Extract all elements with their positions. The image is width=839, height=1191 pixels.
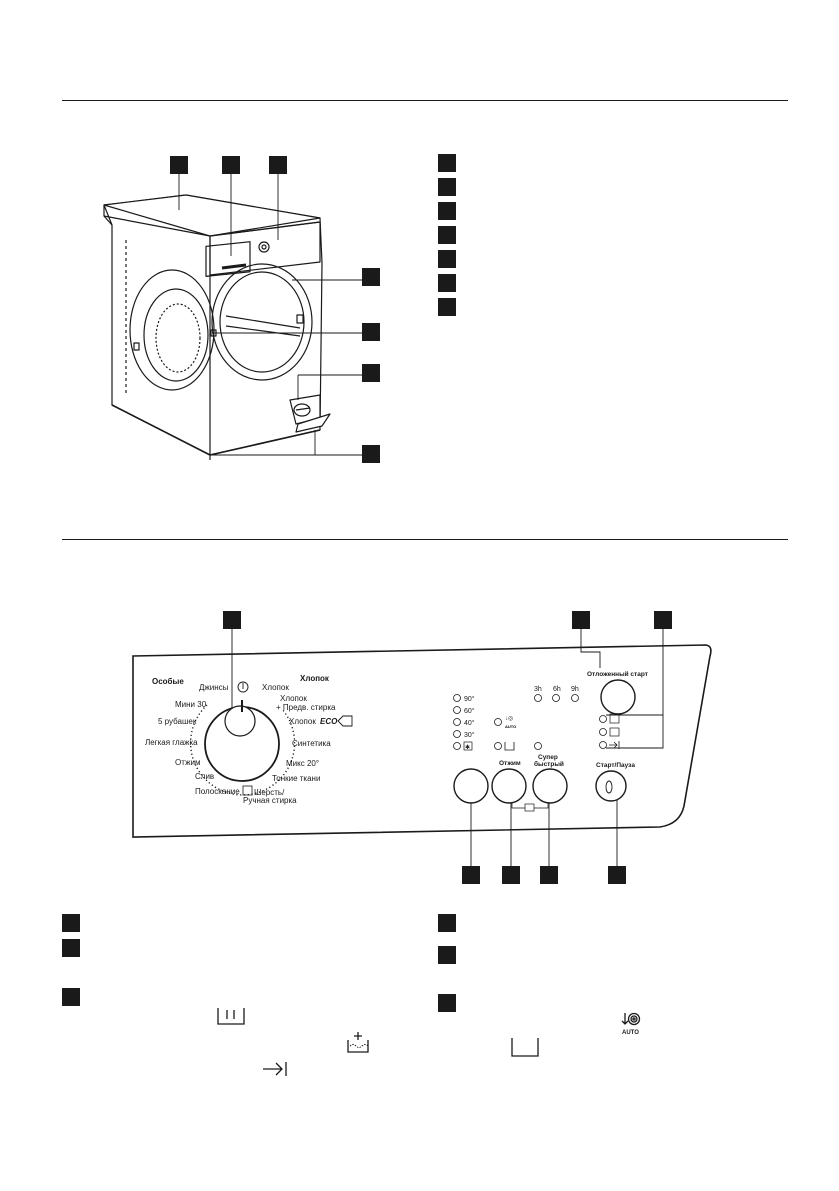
program-cotton-prewash[interactable]: Хлопок [280,694,307,703]
callout-marker [654,611,672,629]
legend-marker [438,914,456,932]
temp-90: 90° [464,695,475,703]
temp-30: 30° [464,731,475,739]
group-cotton-label: Хлопок [300,674,330,683]
callout-marker [170,156,188,174]
legend-marker [62,914,80,932]
program-cotton[interactable]: Хлопок [262,683,289,692]
program-wool-line2: Ручная стирка [243,796,297,805]
program-5shirts[interactable]: 5 рубашек [158,717,197,726]
start-pause-button[interactable] [595,770,627,802]
start-pause-label: Старт/Пауза [596,762,635,769]
legend-marker [438,946,456,964]
rinse-phase-icon [609,727,620,737]
super-quick-button[interactable] [532,768,568,804]
end-of-cycle-icon [263,1062,287,1076]
power-icon [237,681,249,693]
group-special-label: Особые [152,677,184,686]
drain-only-icon [511,1038,539,1057]
handwash-icon [242,785,253,796]
callout-marker [269,156,287,174]
callout-marker [462,866,480,884]
super-quick-led [534,742,542,750]
temp-cold: ✱ [465,744,470,751]
extra-rinse-icon [524,803,535,812]
program-jeans[interactable]: Джинсы [199,683,229,692]
program-easy-iron[interactable]: Легкая глажка [145,738,198,747]
legend-marker [438,202,456,220]
callout-marker [572,611,590,629]
program-drain[interactable]: Слив [195,772,214,781]
delay-9h: 9h [571,686,579,693]
callout-marker [222,156,240,174]
temperature-button[interactable] [453,768,489,804]
end-of-cycle-icon [609,741,620,749]
program-cotton-prewash-line2: + Предв. стирка [276,703,336,712]
temp-40: 40° [464,719,475,727]
drain-only-icon [504,742,515,751]
wash-phase-icon [609,713,620,724]
callout-marker [362,364,380,382]
program-synthetics[interactable]: Синтетика [292,739,331,748]
callout-marker [223,611,241,629]
auto-spin-icon [621,1013,629,1025]
program-cotton-eco[interactable]: Хлопок [289,717,316,726]
middle-divider [62,539,788,540]
program-rinse[interactable]: Полоскание [195,787,240,796]
callout-marker [608,866,626,884]
legend-marker [438,178,456,196]
callout-marker [362,445,380,463]
legend-marker [438,994,456,1012]
top-divider [62,100,788,101]
temperature-indicators [453,694,461,750]
legend-marker [62,939,80,957]
program-wool-line1[interactable]: Шерсть/ [254,788,285,797]
program-delicates[interactable]: Тонкие ткани [272,774,320,783]
callout-marker [540,866,558,884]
cold-wash-icon [463,741,473,751]
callout-marker [362,323,380,341]
spin-button[interactable] [491,768,527,804]
wash-phase-icon [217,1008,245,1025]
auto-spin-label: AUTO [505,724,516,729]
program-mix20[interactable]: Микс 20° [286,759,319,768]
delay-3h: 3h [534,686,542,693]
super-quick-label-1: Супер [538,754,558,761]
start-pause-led [605,780,613,794]
auto-spin-led [494,718,502,726]
legend-marker [62,988,80,1006]
legend-marker [438,154,456,172]
program-mini30[interactable]: Мини 30 [175,700,207,709]
legend-marker [438,250,456,268]
delay-start-label: Отложенный старт [587,670,648,678]
rinse-phase-icon [347,1032,369,1053]
temp-60: 60° [464,707,475,715]
callout-marker [362,268,380,286]
auto-spin-label: AUTO [622,1030,639,1036]
callout-marker [502,866,520,884]
legend-marker [438,298,456,316]
legend-marker [438,226,456,244]
legend-marker [438,274,456,292]
delay-6h: 6h [553,686,561,693]
eco-tag-icon [337,715,353,727]
no-spin-led [494,742,502,750]
eco-badge: ECO [320,717,338,726]
spin-button-label: Отжим [499,760,521,767]
super-quick-label-2: быстрый [534,760,564,768]
program-spin[interactable]: Отжим [175,758,200,767]
auto-spin-arrow: ↓◎ [505,716,513,722]
